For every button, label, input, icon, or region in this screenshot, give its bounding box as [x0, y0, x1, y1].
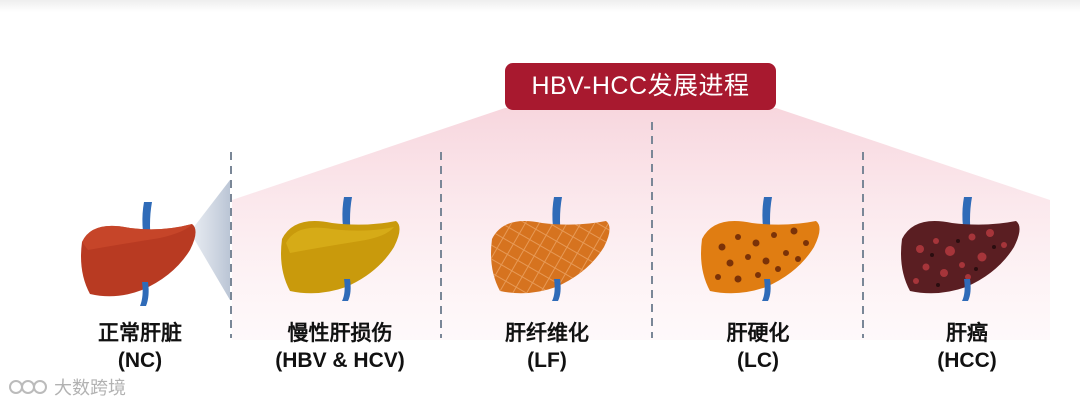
stage-name: 正常肝脏 — [98, 322, 182, 345]
stage-label-chronic-injury: 慢性肝损伤 (HBV & HCV) — [230, 320, 450, 374]
stage-label-normal: 正常肝脏 (NC) — [30, 320, 250, 374]
stage-label-cirrhosis: 肝硬化 (LC) — [648, 320, 868, 374]
stage-abbr: (HCC) — [937, 349, 997, 372]
liver-chronic-injury-icon — [281, 197, 400, 301]
watermark-text: 大数跨境 — [54, 378, 126, 398]
progression-fan — [232, 108, 1050, 340]
diagram-title: HBV-HCC发展进程 — [505, 63, 776, 110]
liver-normal-icon — [81, 202, 196, 306]
stage-abbr: (NC) — [117, 349, 163, 372]
stage-abbr: (LF) — [527, 349, 567, 372]
stage-abbr: (HBV & HCV) — [275, 349, 405, 372]
stage-abbr: (LC) — [737, 349, 779, 372]
stage-label-cancer: 肝癌 (HCC) — [857, 320, 1077, 374]
liver-cancer-icon — [901, 197, 1020, 301]
stage-label-fibrosis: 肝纤维化 (LF) — [437, 320, 657, 374]
watermark-logo-icon — [9, 380, 47, 394]
stage-name: 慢性肝损伤 — [287, 322, 393, 345]
stage-name: 肝癌 — [946, 322, 988, 345]
liver-cirrhosis-icon — [701, 197, 820, 301]
top-shade — [0, 0, 1080, 12]
zoom-wedge — [190, 180, 230, 300]
liver-fibrosis-icon — [491, 197, 610, 301]
watermark: 大数跨境 — [8, 374, 126, 400]
stage-name: 肝纤维化 — [505, 322, 589, 345]
stage-name: 肝硬化 — [726, 322, 790, 345]
